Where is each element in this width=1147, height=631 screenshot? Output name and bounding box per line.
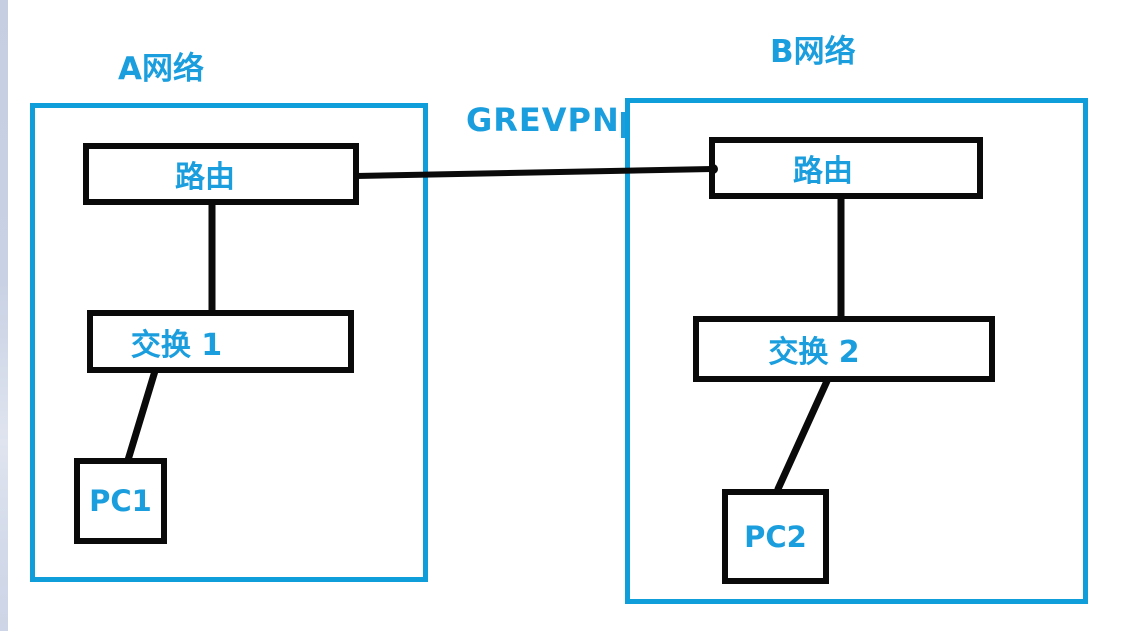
network-a-router-node: 路由 (83, 143, 359, 205)
network-a-pc-label: PC1 (89, 484, 152, 518)
network-a-label: A网络 (118, 51, 204, 87)
network-b-switch-node: 交换 2 (693, 316, 995, 382)
network-b-router-node: 路由 (709, 137, 983, 199)
network-b-boundary (625, 98, 1088, 604)
grevpn-link-label: GREVPN (466, 101, 620, 139)
network-a-boundary (30, 103, 428, 582)
network-a-router-label: 路由 (175, 160, 235, 195)
text-caret (621, 112, 625, 138)
network-b-pc-node: PC2 (722, 489, 829, 584)
network-a-pc-node: PC1 (74, 458, 167, 544)
network-a-switch-node: 交换 1 (87, 310, 354, 373)
network-b-pc-label: PC2 (744, 519, 807, 554)
network-b-switch-label: 交换 2 (768, 335, 860, 370)
slide-edge-strip (0, 0, 8, 631)
network-a-switch-label: 交换 1 (130, 327, 223, 363)
network-b-router-label: 路由 (793, 154, 853, 189)
network-b-label: B网络 (770, 34, 856, 70)
